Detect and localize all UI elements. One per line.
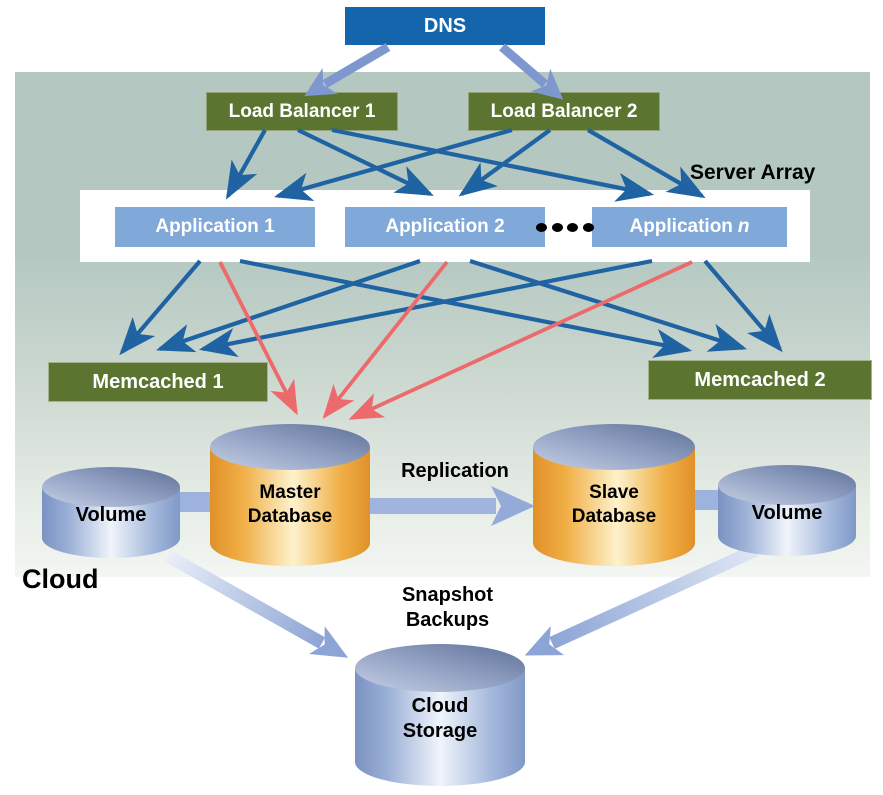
load-balancer-1-label: Load Balancer 1: [228, 100, 376, 122]
cloud-storage-label: Cloud Storage: [355, 694, 525, 744]
volume-left-label: Volume: [75, 504, 147, 526]
dns-node: DNS: [345, 7, 545, 45]
cloud-storage-line1: Cloud: [411, 695, 469, 717]
application-n-suffix: n: [737, 216, 750, 237]
snapshot-backups-line2: Backups: [405, 609, 490, 631]
snapshot-backups-label: Snapshot Backups: [360, 583, 535, 633]
server-array-label: Server Array: [690, 161, 816, 184]
application-2-node: Application 2: [345, 207, 545, 247]
master-database-label: Master Database: [210, 481, 370, 529]
load-balancer-2-label: Load Balancer 2: [490, 100, 638, 122]
memcached-1-node: Memcached 1: [48, 362, 268, 402]
ellipsis-dots: [536, 218, 594, 236]
cloud-label: Cloud: [22, 564, 99, 594]
dot-icon: [567, 222, 579, 232]
application-1-node: Application 1: [115, 207, 315, 247]
memcached-1-label: Memcached 1: [92, 370, 224, 393]
slave-database-line2: Database: [571, 506, 657, 527]
dot-icon: [551, 222, 563, 232]
volume-right-label: Volume: [751, 502, 823, 524]
memcached-2-label: Memcached 2: [694, 368, 826, 391]
dns-label: DNS: [423, 14, 467, 37]
application-1-label: Application 1: [155, 216, 275, 237]
cloud-storage-line2: Storage: [402, 720, 478, 742]
load-balancer-2-node: Load Balancer 2: [468, 92, 660, 131]
application-n-node: Application n: [592, 207, 787, 247]
memcached-2-node: Memcached 2: [648, 360, 872, 400]
replication-label: Replication: [401, 460, 509, 482]
application-n-label: Application: [629, 216, 733, 237]
dot-icon: [582, 222, 594, 232]
snapshot-backups-line1: Snapshot: [401, 584, 494, 606]
slave-database-label: Slave Database: [534, 481, 694, 529]
master-database-line2: Database: [247, 506, 333, 527]
application-2-label: Application 2: [385, 216, 505, 237]
dot-icon: [536, 222, 547, 232]
slave-database-line1: Slave: [589, 482, 639, 503]
load-balancer-1-node: Load Balancer 1: [206, 92, 398, 131]
master-database-line1: Master: [259, 482, 321, 503]
